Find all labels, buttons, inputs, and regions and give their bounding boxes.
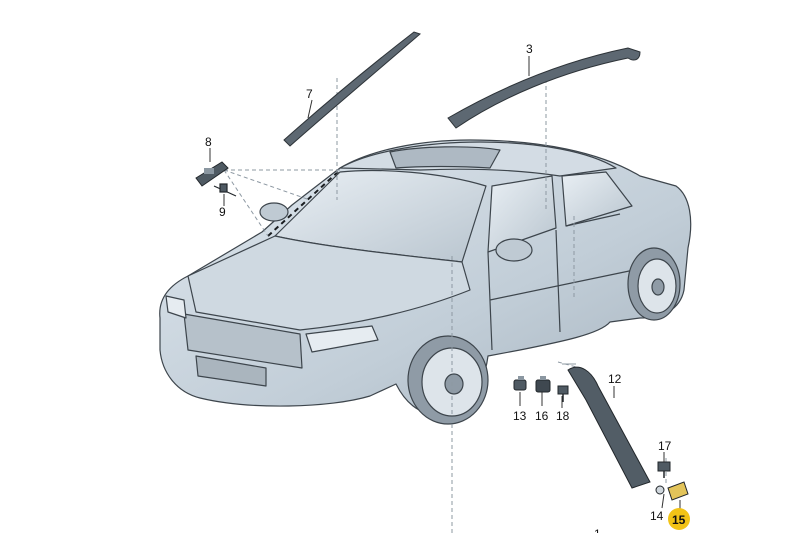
label-15-highlight[interactable]: 15	[668, 508, 690, 530]
part-15-cap	[667, 481, 689, 501]
side-mirror	[495, 238, 533, 262]
label-13[interactable]: 13	[513, 409, 527, 423]
part-13-clip	[513, 376, 527, 391]
label-3[interactable]: 3	[526, 42, 533, 56]
label-9[interactable]: 9	[219, 205, 226, 219]
side-window-rear	[561, 171, 633, 227]
left-mirror	[259, 202, 289, 222]
headlight-right	[305, 325, 379, 353]
rear-wheel	[627, 247, 681, 321]
side-window-front	[487, 175, 557, 253]
part-7-pillar-trim	[283, 31, 421, 147]
part-16-clip	[535, 376, 551, 393]
label-15[interactable]: 15	[672, 513, 686, 527]
grille	[183, 313, 303, 369]
leader-lines	[223, 72, 667, 533]
part-17-screw	[657, 461, 671, 478]
front-wheel	[407, 335, 489, 425]
part-12-pillar-trim	[567, 366, 651, 489]
callout-labels: 3 7 8 9 12 13 16 18 17 14 15 1	[205, 42, 690, 533]
windshield-trim-outline	[267, 169, 341, 237]
part-8-bracket	[195, 161, 229, 187]
label-12[interactable]: 12	[608, 372, 622, 386]
headlight-left	[165, 295, 187, 319]
label-7[interactable]: 7	[306, 87, 313, 101]
footer-mark: 1	[594, 527, 601, 533]
label-18[interactable]: 18	[556, 409, 570, 423]
door-line	[487, 213, 635, 351]
label-8[interactable]: 8	[205, 135, 212, 149]
sunroof	[389, 146, 501, 169]
label-14[interactable]: 14	[650, 509, 664, 523]
car-illustration	[159, 139, 692, 425]
part-18-screw	[557, 385, 569, 402]
part-9-clip	[213, 183, 237, 197]
hood	[187, 235, 471, 331]
highlight-circle	[668, 508, 690, 530]
label-17[interactable]: 17	[658, 439, 672, 453]
part-3-roof-trim	[447, 47, 641, 129]
part-14-washer	[655, 485, 665, 495]
lower-grille	[195, 355, 267, 387]
label-16[interactable]: 16	[535, 409, 549, 423]
